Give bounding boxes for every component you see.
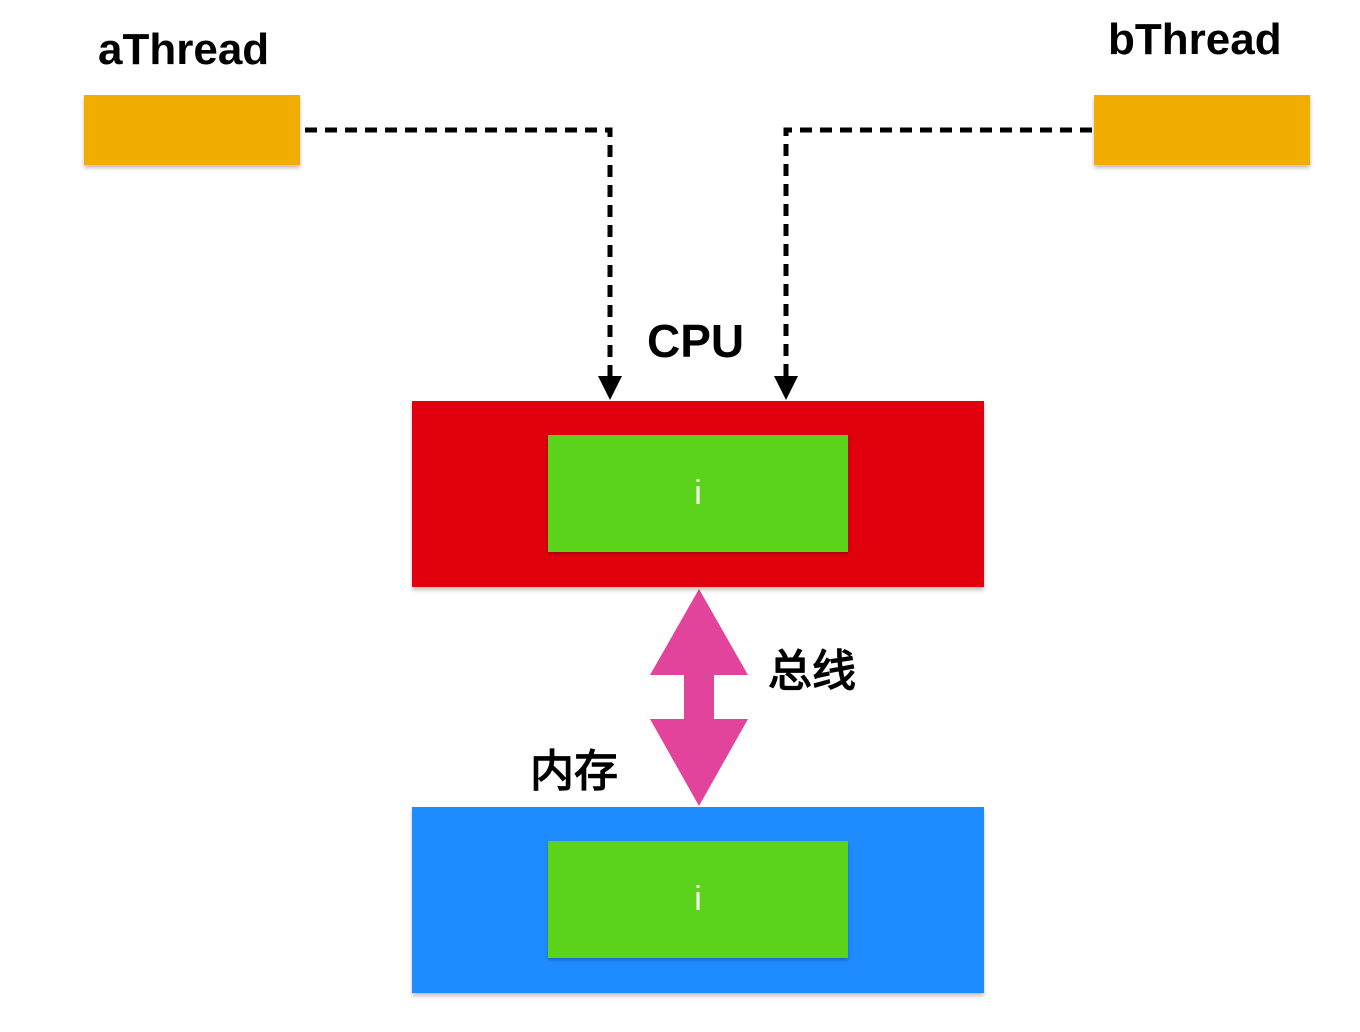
bus-label: 总线 [768, 646, 856, 697]
bthread-connector [783, 127, 1092, 378]
athread-box [84, 95, 300, 165]
cpu-block: i [412, 401, 984, 587]
athread-connector [305, 127, 613, 378]
bthread-box [1094, 95, 1310, 165]
athread-label: aThread [98, 25, 270, 74]
memory-label: 内存 [530, 746, 618, 797]
bus-double-arrow [650, 589, 748, 806]
cpu-label: CPU [647, 315, 745, 367]
memory-block: i [412, 807, 984, 993]
memory-variable-cell: i [548, 841, 848, 958]
athread-arrowhead [598, 376, 622, 400]
bthread-arrowhead [774, 376, 798, 400]
cpu-variable-cell: i [548, 435, 848, 552]
bthread-label: bThread [1108, 15, 1282, 64]
